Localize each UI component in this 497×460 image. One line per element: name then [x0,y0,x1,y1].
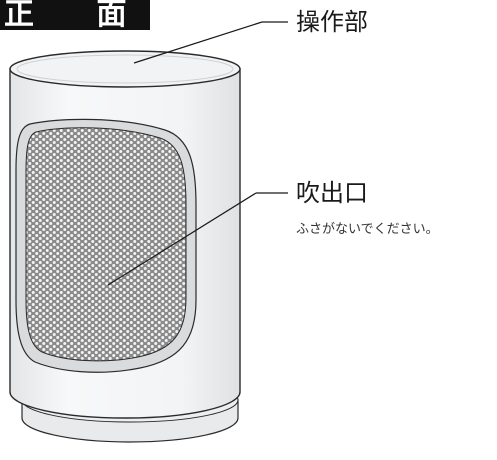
outlet-note: ふさがないでください。 [296,222,439,237]
outlet-grille [25,127,187,362]
outlet-label: 吹出口 [296,179,368,207]
control-panel-label: 操作部 [296,8,368,36]
view-title-badge: 正 面 [0,0,150,30]
control-panel-top [9,50,241,88]
outlet-leader [107,192,257,286]
control-panel-leader [133,21,263,64]
